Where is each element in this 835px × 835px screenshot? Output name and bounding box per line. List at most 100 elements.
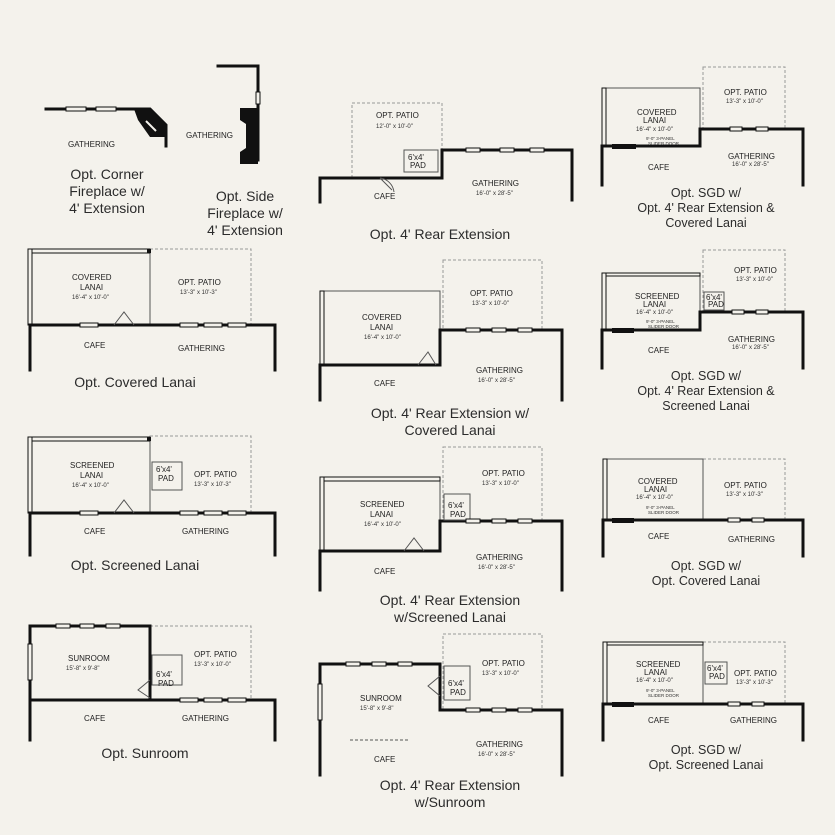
caption-line: Opt. Screened Lanai: [648, 758, 764, 772]
room-label-cafe: CAFE: [84, 714, 105, 723]
patio-dimension: 13'-3" x 10'-0": [482, 481, 519, 487]
plan-rear-ext-sunroom: SUNROOM 15'-8" x 9'-8" 6'x4' PAD OPT. PA…: [317, 633, 564, 777]
room-label-cafe: CAFE: [374, 192, 395, 201]
pad-label: 6'x4': [156, 670, 172, 679]
concrete-pad: [403, 149, 439, 173]
room-label-cafe: CAFE: [648, 346, 669, 355]
patio-label: OPT. PATIO: [178, 278, 221, 287]
caption-sgd-screened-lanai: Opt. SGD w/ Opt. Screened Lanai: [600, 743, 812, 773]
concrete-pad: [151, 461, 183, 491]
caption-line: Opt. 4' Rear Extension &: [637, 384, 775, 398]
plan-sgd-rear-ext-screened-lanai: SCREENED LANAI 16'-4" x 10'-0" 9'-0" 3-P…: [600, 249, 805, 370]
plan-screened-lanai: SCREENED LANAI 16'-4" x 10'-0" 6'x4' PAD…: [27, 435, 277, 557]
sgd-note: 9'-0" 3-PANEL: [646, 505, 675, 510]
lanai-label-2: LANAI: [644, 668, 667, 677]
caption-line: w/Screened Lanai: [393, 609, 507, 625]
patio-label: OPT. PATIO: [482, 469, 525, 478]
lanai-label: SCREENED: [360, 500, 405, 509]
lanai-label: SCREENED: [70, 461, 115, 470]
sunroom-dimension: 15'-8" x 9'-8": [66, 666, 100, 672]
patio-dimension: 13'-3" x 10'-3": [180, 290, 217, 296]
plan-rear-ext-covered-lanai: COVERED LANAI 16'-4" x 10'-0" OPT. PATIO…: [318, 259, 564, 402]
gathering-dimension: 16'-0" x 28'-5": [478, 752, 515, 758]
patio-dimension: 13'-3" x 10'-3": [736, 680, 773, 686]
gathering-dimension: 16'-0" x 28'-5": [732, 345, 769, 351]
caption-line: Opt. Covered Lanai: [74, 374, 196, 390]
caption-rear-ext-screened-lanai: Opt. 4' Rear Extension w/Screened Lanai: [340, 592, 560, 626]
room-label-gathering: GATHERING: [186, 131, 233, 140]
caption-line: Opt. Screened Lanai: [70, 557, 200, 573]
caption-rear-ext-covered-lanai: Opt. 4' Rear Extension w/ Covered Lanai: [340, 405, 560, 439]
pad-label-2: PAD: [450, 510, 466, 519]
caption-line: Covered Lanai: [404, 422, 496, 438]
caption-line: Opt. 4' Rear Extension: [379, 592, 521, 608]
pad-label: 6'x4': [706, 293, 722, 302]
gathering-dimension: 16'-0" x 28'-5": [732, 162, 769, 168]
patio-label: OPT. PATIO: [734, 266, 777, 275]
room-label-gathering: GATHERING: [68, 140, 115, 149]
door-swing-icon: [427, 675, 441, 697]
caption-line: Opt. 4' Rear Extension: [379, 777, 521, 793]
lanai-dimension: 16'-4" x 10'-0": [72, 295, 109, 301]
pad-label-2: PAD: [410, 161, 426, 170]
caption-line: Opt. SGD w/: [670, 559, 742, 573]
pad-label: 6'x4': [408, 153, 424, 162]
sgd-note: 9'-0" 3-PANEL: [646, 688, 675, 693]
room-label-gathering: GATHERING: [728, 152, 775, 161]
corner-fireplace-icon: [134, 109, 166, 137]
caption-line: Fireplace w/: [207, 205, 283, 221]
lanai-label: SCREENED: [635, 292, 680, 301]
sgd-note-2: SLIDER DOOR: [648, 693, 680, 698]
lanai-label-2: LANAI: [370, 323, 393, 332]
plan-side-fireplace: GATHERING: [186, 64, 261, 164]
lanai-label: COVERED: [638, 477, 678, 486]
pad-label: 6'x4': [156, 465, 172, 474]
room-label-cafe: CAFE: [374, 567, 395, 576]
caption-sunroom: Opt. Sunroom: [60, 745, 230, 762]
patio-label: OPT. PATIO: [734, 669, 777, 678]
room-label-gathering: GATHERING: [476, 740, 523, 749]
gathering-dimension: 16'-0" x 28'-5": [478, 565, 515, 571]
caption-line: 4' Extension: [207, 222, 283, 238]
plan-corner-fireplace: GATHERING: [44, 106, 168, 149]
patio-label: OPT. PATIO: [194, 470, 237, 479]
pad-label-2: PAD: [450, 688, 466, 697]
caption-line: Opt. 4' Rear Extension &: [637, 201, 775, 215]
caption-line: 4' Extension: [69, 200, 145, 216]
room-label-gathering: GATHERING: [182, 714, 229, 723]
concrete-pad: [443, 493, 471, 521]
pad-label: 6'x4': [448, 679, 464, 688]
caption-line: Opt. SGD w/: [670, 369, 742, 383]
room-label-gathering: GATHERING: [728, 535, 775, 544]
sunroom-label: SUNROOM: [68, 654, 110, 663]
lanai-dimension: 16'-4" x 10'-0": [636, 127, 673, 133]
patio-label: OPT. PATIO: [724, 481, 767, 490]
lanai-dimension: 16'-4" x 10'-0": [72, 483, 109, 489]
caption-line: Opt. 4' Rear Extension w/: [370, 405, 530, 421]
caption-line: w/Sunroom: [414, 794, 486, 810]
caption-rear-ext-sunroom: Opt. 4' Rear Extension w/Sunroom: [340, 777, 560, 811]
lanai-label-2: LANAI: [370, 510, 393, 519]
patio-dimension: 13'-3" x 10'-3": [726, 492, 763, 498]
caption-line: Opt. Covered Lanai: [651, 574, 761, 588]
concrete-pad: [443, 665, 471, 701]
lanai-label-2: LANAI: [644, 485, 667, 494]
sgd-note-2: SLIDER DOOR: [648, 510, 680, 515]
caption-sgd-covered-lanai: Opt. SGD w/ Opt. Covered Lanai: [600, 559, 812, 589]
lanai-label: COVERED: [362, 313, 402, 322]
caption-sgd-rear-ext-screened-lanai: Opt. SGD w/ Opt. 4' Rear Extension & Scr…: [600, 369, 812, 414]
pad-label-2: PAD: [158, 679, 174, 688]
room-label-gathering: GATHERING: [178, 344, 225, 353]
door-swing-icon: [113, 499, 135, 514]
sunroom-dimension: 15'-8" x 9'-8": [360, 706, 394, 712]
caption-line: Opt. Side: [215, 188, 275, 204]
plan-sgd-screened-lanai: SCREENED LANAI 16'-4" x 10'-0" 9'-0" 3-P…: [601, 641, 805, 742]
pad-label: 6'x4': [448, 501, 464, 510]
caption-line: Opt. Sunroom: [101, 745, 189, 761]
patio-label: OPT. PATIO: [194, 650, 237, 659]
sgd-note-2: SLIDER DOOR: [648, 141, 680, 146]
caption-line: Fireplace w/: [69, 183, 145, 199]
plan-sgd-covered-lanai: COVERED LANAI 16'-4" x 10'-0" 9'-0" 3-PA…: [601, 458, 805, 558]
plan-rear-extension: OPT. PATIO 12'-0" x 10'-0" 6'x4' PAD CAF…: [318, 102, 574, 204]
